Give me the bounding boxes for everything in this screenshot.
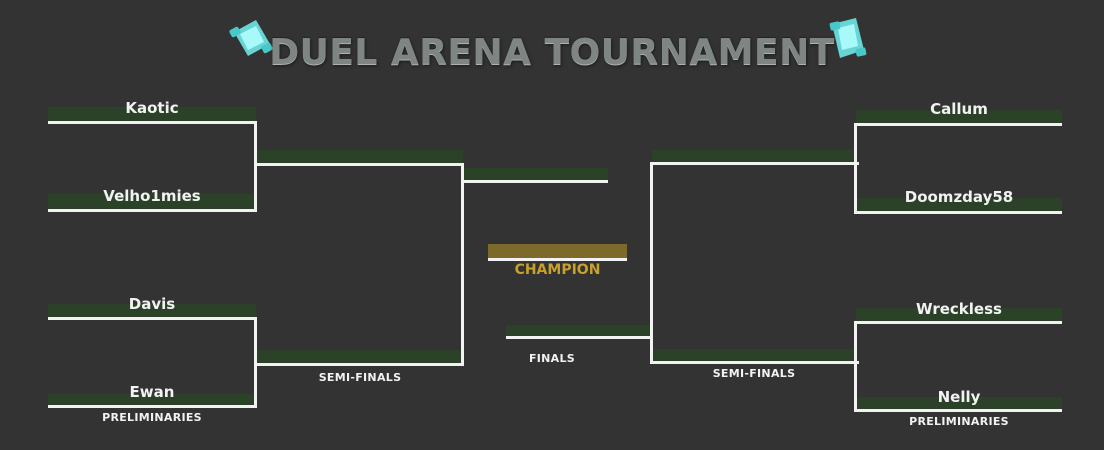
- round-label-finals: FINALS: [528, 352, 576, 365]
- page-title: DUEL ARENA TOURNAMENT: [269, 32, 835, 73]
- champion-label: CHAMPION: [514, 262, 601, 278]
- bracket-connector: [254, 317, 257, 408]
- round-label-semi-finals: SEMI-FINALS: [318, 371, 402, 384]
- bracket-connector: [254, 121, 257, 212]
- scroll-icon: [822, 14, 874, 66]
- slot-band: [506, 325, 652, 336]
- bracket-line: [488, 258, 627, 261]
- round-label-semi-finals: SEMI-FINALS: [712, 367, 796, 380]
- bracket-line: [48, 317, 257, 320]
- bracket-line: [854, 123, 1062, 126]
- bracket-line: [48, 121, 257, 124]
- player-name[interactable]: Callum: [930, 100, 988, 118]
- bracket-line: [854, 211, 1062, 214]
- slot-band: [856, 198, 1062, 211]
- slot-band: [48, 194, 256, 209]
- bracket-connector: [461, 163, 464, 366]
- player-name[interactable]: Kaotic: [125, 99, 179, 117]
- bracket-line: [506, 336, 652, 339]
- player-name[interactable]: Doomzday58: [904, 188, 1014, 206]
- slot-band: [48, 107, 256, 121]
- player-name[interactable]: Davis: [128, 295, 176, 313]
- slot-band: [652, 349, 856, 361]
- bracket-connector: [854, 123, 857, 214]
- slot-band: [464, 168, 608, 180]
- slot-band: [257, 150, 463, 163]
- player-name[interactable]: Ewan: [129, 383, 175, 401]
- bracket-line: [48, 209, 257, 212]
- scroll-icon: [226, 14, 278, 66]
- bracket-connector: [854, 321, 857, 412]
- bracket-line: [650, 361, 859, 364]
- bracket-line: [254, 163, 463, 166]
- bracket-line: [254, 363, 463, 366]
- bracket-line: [48, 405, 257, 408]
- bracket-line: [854, 321, 1062, 324]
- player-name[interactable]: Wreckless: [916, 300, 1002, 318]
- round-label-preliminaries: PRELIMINARIES: [909, 415, 1009, 428]
- slot-band: [48, 304, 256, 317]
- bracket-line: [854, 409, 1062, 412]
- round-label-preliminaries: PRELIMINARIES: [102, 411, 202, 424]
- slot-band: [856, 110, 1062, 123]
- slot-band: [257, 350, 463, 363]
- slot-band: [856, 397, 1062, 409]
- player-name[interactable]: Nelly: [937, 388, 981, 406]
- bracket-connector: [650, 162, 653, 364]
- slot-band: [856, 308, 1062, 321]
- player-name[interactable]: Velho1mies: [103, 187, 201, 205]
- champion-band: [488, 244, 627, 258]
- bracket-line: [650, 162, 859, 165]
- slot-band: [652, 150, 856, 162]
- slot-band: [48, 394, 256, 405]
- bracket-line: [461, 180, 608, 183]
